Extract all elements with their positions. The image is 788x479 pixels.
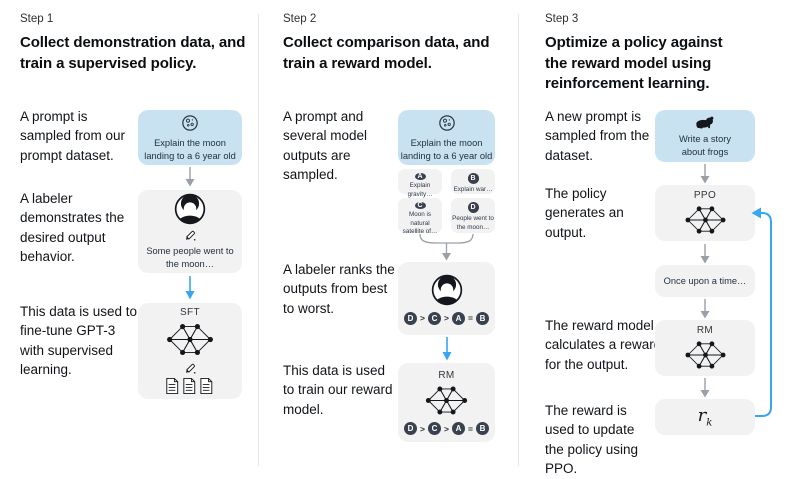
output-a-badge: A bbox=[414, 173, 426, 180]
prompt-box-text: Explain the moon landing to a 6 year old bbox=[144, 137, 236, 161]
output-c-box: C Moon is natural satellite of… bbox=[398, 198, 442, 235]
step-1-heading: Collect demonstration data, and train a … bbox=[20, 34, 246, 72]
caption-policy-generates: The policy generates an output. bbox=[545, 186, 624, 240]
moon-icon bbox=[437, 113, 457, 133]
caption-reward-updates-policy: The reward is used to update the policy … bbox=[545, 403, 639, 477]
arrow-down-icon bbox=[699, 244, 711, 264]
caption-prompt-outputs-sampled: A prompt and several model outputs are s… bbox=[283, 109, 368, 183]
neural-network-icon bbox=[164, 321, 216, 358]
arrow-down-icon bbox=[184, 167, 196, 187]
reward-model-box: RM bbox=[655, 320, 755, 376]
neural-network-icon bbox=[683, 339, 728, 371]
ranking-row: D > C > A = B bbox=[404, 311, 489, 325]
rank-badge: C bbox=[428, 422, 442, 435]
prompt-box: Write a story about frogs bbox=[655, 110, 755, 162]
caption-labeler-ranks: A labeler ranks the outputs from best to… bbox=[283, 262, 395, 316]
step-1-column: Step 1 Collect demonstration data, and t… bbox=[0, 0, 263, 479]
output-d-text: People went to the moon… bbox=[452, 215, 494, 231]
output-b-text: Explain war… bbox=[453, 185, 493, 193]
output-a-text: Explain gravity… bbox=[407, 182, 433, 198]
step-2-column: Step 2 Collect comparison data, and trai… bbox=[263, 0, 526, 479]
rank-op: = bbox=[467, 423, 473, 434]
prompt-box: Explain the moon landing to a 6 year old bbox=[398, 110, 495, 165]
output-d-badge: D bbox=[467, 202, 479, 213]
prompt-box-text: Write a story about frogs bbox=[678, 133, 731, 157]
caption-new-prompt: A new prompt is sampled from the dataset… bbox=[545, 109, 650, 163]
rm-label: RM bbox=[438, 370, 455, 381]
documents-icon bbox=[165, 377, 215, 395]
caption-reward-calculated: The reward model calculates a reward for… bbox=[545, 318, 662, 372]
moon-icon bbox=[180, 113, 200, 133]
pencil-icon bbox=[183, 229, 197, 241]
rank-op: > bbox=[444, 313, 449, 323]
rm-label: RM bbox=[696, 325, 714, 336]
output-a-box: A Explain gravity… bbox=[398, 169, 442, 198]
reward-symbol: rk bbox=[698, 405, 713, 429]
rank-op: = bbox=[467, 313, 473, 323]
output-c-badge: C bbox=[414, 202, 426, 209]
labeler-output-text: Some people went to the moon… bbox=[146, 246, 234, 269]
rank-badge: D bbox=[404, 311, 418, 325]
person-avatar-icon bbox=[173, 192, 207, 226]
caption-train-reward-model: This data is used to train our reward mo… bbox=[283, 363, 393, 417]
caption-prompt-sampled: A prompt is sampled from our prompt data… bbox=[20, 109, 126, 163]
neural-network-icon bbox=[423, 384, 470, 417]
sft-model-box: SFT bbox=[138, 303, 242, 399]
merge-arrow-icon bbox=[398, 233, 495, 262]
step-3-label: Step 3 bbox=[545, 13, 579, 25]
neural-network-icon bbox=[683, 204, 728, 236]
arrow-down-blue-icon bbox=[184, 276, 196, 300]
output-b-badge: B bbox=[467, 173, 479, 184]
policy-output-text: Once upon a time… bbox=[663, 275, 747, 286]
rank-badge: A bbox=[451, 311, 465, 325]
ppo-policy-box: PPO bbox=[655, 185, 755, 241]
pencil-icon bbox=[183, 362, 197, 374]
ppo-label: PPO bbox=[693, 190, 717, 201]
step-2-label: Step 2 bbox=[283, 13, 317, 25]
caption-labeler-demonstrates: A labeler demonstrates the desired outpu… bbox=[20, 191, 125, 265]
reward-base: r bbox=[697, 405, 707, 427]
ranking-row: D > C > A = B bbox=[404, 422, 489, 435]
rank-badge: B bbox=[475, 311, 489, 325]
reward-subscript: k bbox=[706, 417, 713, 429]
reward-value-box: rk bbox=[655, 399, 755, 435]
caption-finetune-gpt3: This data is used to fine-tune GPT-3 wit… bbox=[20, 304, 138, 378]
rank-badge: A bbox=[451, 422, 465, 435]
step-3-heading: Optimize a policy against the reward mod… bbox=[545, 34, 723, 93]
step-3-column: Step 3 Optimize a policy against the rew… bbox=[525, 0, 788, 479]
rank-badge: B bbox=[475, 422, 489, 435]
arrow-down-icon bbox=[699, 378, 711, 398]
prompt-box: Explain the moon landing to a 6 year old bbox=[138, 110, 242, 165]
step-1-label: Step 1 bbox=[20, 13, 54, 25]
labeler-box: Some people went to the moon… bbox=[138, 190, 242, 273]
output-c-text: Moon is natural satellite of… bbox=[402, 211, 438, 235]
person-avatar-icon bbox=[430, 273, 464, 307]
labeler-ranking-box: D > C > A = B bbox=[398, 262, 495, 335]
sft-label: SFT bbox=[179, 307, 201, 318]
rank-badge: D bbox=[404, 422, 418, 435]
prompt-box-text: Explain the moon landing to a 6 year old bbox=[400, 137, 493, 161]
arrow-down-icon bbox=[699, 164, 711, 184]
rank-op: > bbox=[420, 313, 426, 323]
rank-badge: C bbox=[428, 311, 442, 325]
arrow-down-blue-icon bbox=[441, 337, 453, 361]
rank-op: > bbox=[444, 423, 449, 434]
rank-op: > bbox=[420, 423, 426, 434]
column-divider-2 bbox=[518, 14, 519, 466]
arrow-down-icon bbox=[699, 299, 711, 319]
policy-output-box: Once upon a time… bbox=[655, 265, 755, 297]
output-b-box: B Explain war… bbox=[451, 169, 495, 194]
reward-model-box: RM D > C > bbox=[398, 363, 495, 442]
output-d-box: D People went to the moon… bbox=[451, 198, 495, 233]
column-divider-1 bbox=[258, 14, 259, 466]
step-2-heading: Collect comparison data, and train a rew… bbox=[283, 34, 490, 72]
frog-icon bbox=[695, 114, 716, 130]
